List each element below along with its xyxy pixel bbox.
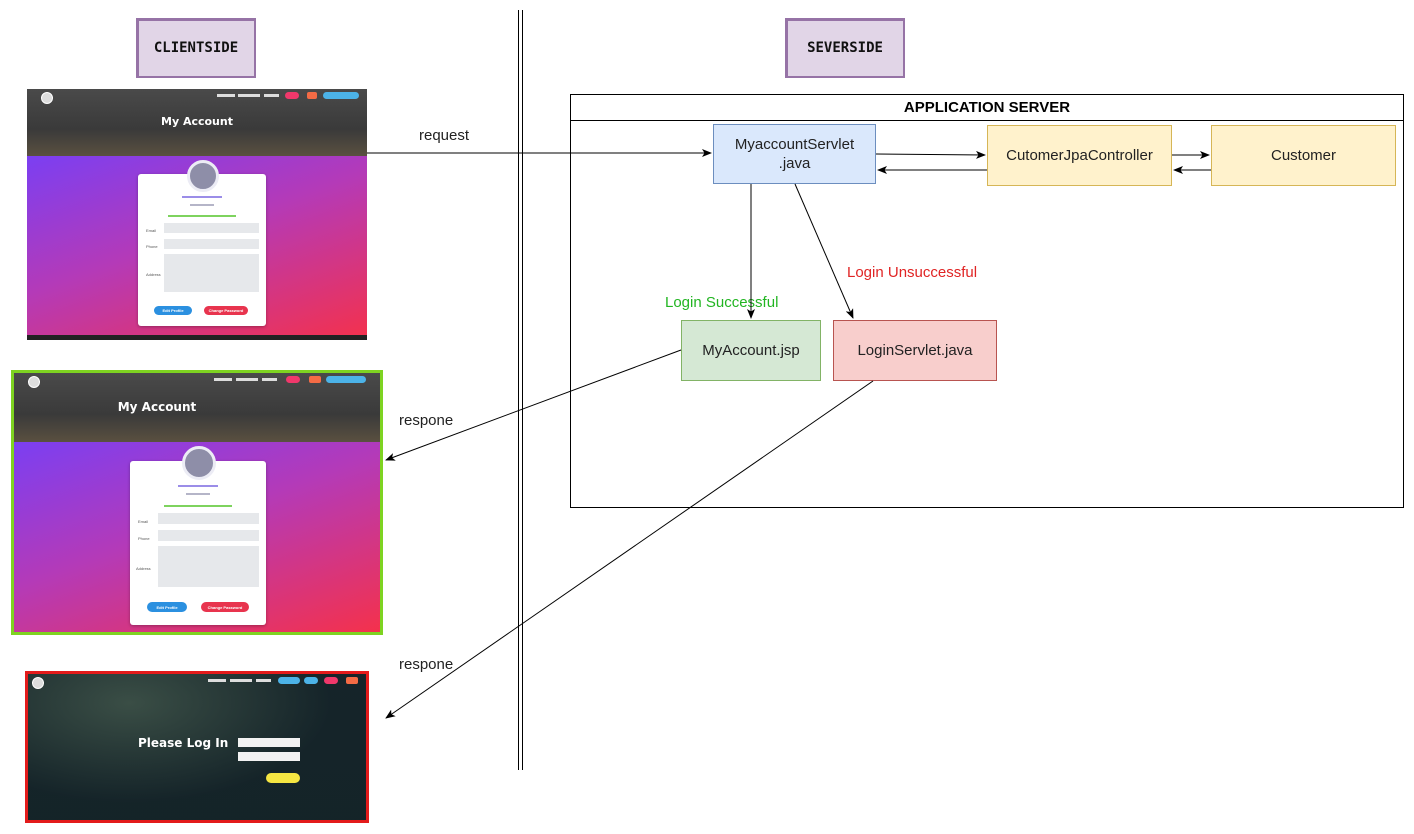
login-servlet-node: LoginServlet.java (833, 320, 997, 381)
edit-profile-button-1: Edit Profile (154, 306, 192, 315)
divider-line-right (522, 10, 523, 770)
clientside-label: CLIENTSIDE (136, 18, 256, 78)
serverside-label: SEVERSIDE (785, 18, 905, 78)
address-label-1: Address (146, 272, 161, 277)
email-label-2: Email (138, 519, 149, 524)
response-fail-label: respone (399, 656, 454, 673)
phone-label-2: Phone (138, 536, 150, 541)
email-label-1: Email (146, 228, 157, 233)
account-page-screenshot: My Account Email Phone Address Edit Prof… (27, 89, 367, 340)
account-page-success-title: My Account (117, 400, 197, 414)
account-page-title: My Account (161, 115, 233, 128)
myaccount-servlet-name: MyaccountServlet (734, 136, 855, 153)
login-page-screenshot: Please Log In (25, 671, 369, 823)
login-page-title: Please Log In (138, 736, 229, 750)
response-success-label: respone (399, 412, 454, 429)
change-password-button-1: Change Password (204, 306, 248, 315)
servlet-to-controller-arrow (875, 150, 986, 159)
myaccount-servlet-ext: .java (778, 155, 811, 172)
myaccount-jsp-node: MyAccount.jsp (681, 320, 821, 381)
login-button-shape (266, 773, 300, 783)
controller-node: CutomerJpaController (987, 125, 1172, 186)
address-label-2: Address (136, 566, 151, 571)
phone-label-1: Phone (146, 244, 158, 249)
login-unsuccessful-label: Login Unsuccessful (847, 264, 978, 281)
fail-response-arrow (385, 380, 874, 719)
success-response-arrow (385, 349, 682, 461)
divider-line-left (518, 10, 519, 770)
login-unsuccessful-arrow (794, 183, 854, 319)
customer-node: Customer (1211, 125, 1396, 186)
login-success-label: Login Successful (665, 294, 779, 311)
application-server-title: APPLICATION SERVER (571, 95, 1403, 121)
myaccount-servlet-node: MyaccountServlet .java (713, 124, 876, 184)
change-password-button-2: Change Password (201, 602, 249, 612)
request-label: request (419, 127, 470, 144)
account-page-success-screenshot: My Account Email Phone Address Edit Prof… (11, 370, 383, 635)
edit-profile-button-2: Edit Profile (147, 602, 187, 612)
